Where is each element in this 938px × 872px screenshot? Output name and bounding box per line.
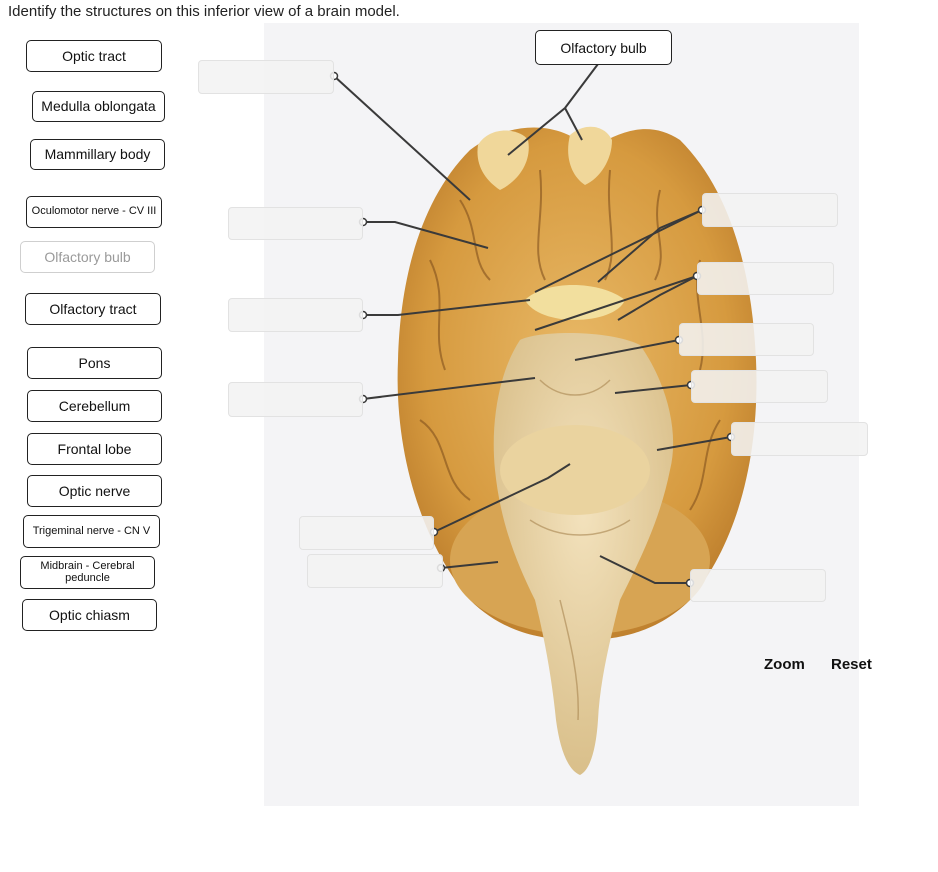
label-chip-optic-tract[interactable]: Optic tract [26, 40, 162, 72]
drop-target-8[interactable] [679, 323, 814, 356]
drop-target-1[interactable] [198, 60, 334, 94]
drop-target-13[interactable] [690, 569, 826, 602]
reset-button[interactable]: Reset [831, 656, 872, 673]
label-chip-oculomotor-nerve[interactable]: Oculomotor nerve - CV III [26, 196, 162, 228]
label-chip-pons[interactable]: Pons [27, 347, 162, 379]
label-chip-medulla-oblongata[interactable]: Medulla oblongata [32, 91, 165, 122]
label-chip-optic-chiasm[interactable]: Optic chiasm [22, 599, 157, 631]
drop-target-10[interactable] [731, 422, 868, 456]
drop-target-12[interactable] [307, 554, 443, 588]
label-chip-olfactory-tract[interactable]: Olfactory tract [25, 293, 161, 325]
instructions: Identify the structures on this inferior… [8, 3, 400, 20]
label-chip-optic-nerve[interactable]: Optic nerve [27, 475, 162, 507]
placed-label-olfactory-bulb[interactable]: Olfactory bulb [535, 30, 672, 65]
label-chip-midbrain-cerebral-peduncle[interactable]: Midbrain - Cerebral peduncle [20, 556, 155, 589]
drop-target-5[interactable] [228, 382, 363, 417]
drop-target-9[interactable] [691, 370, 828, 403]
label-chip-frontal-lobe[interactable]: Frontal lobe [27, 433, 162, 465]
drop-target-11[interactable] [299, 516, 434, 550]
label-chip-cerebellum[interactable]: Cerebellum [27, 390, 162, 422]
drop-target-3[interactable] [228, 207, 363, 240]
zoom-button[interactable]: Zoom [764, 656, 805, 673]
label-chip-trigeminal-nerve[interactable]: Trigeminal nerve - CN V [23, 515, 160, 548]
drop-target-4[interactable] [228, 298, 363, 332]
drop-target-6[interactable] [702, 193, 838, 227]
label-chip-olfactory-bulb[interactable]: Olfactory bulb [20, 241, 155, 273]
label-chip-mammillary-body[interactable]: Mammillary body [30, 139, 165, 170]
drop-target-7[interactable] [697, 262, 834, 295]
